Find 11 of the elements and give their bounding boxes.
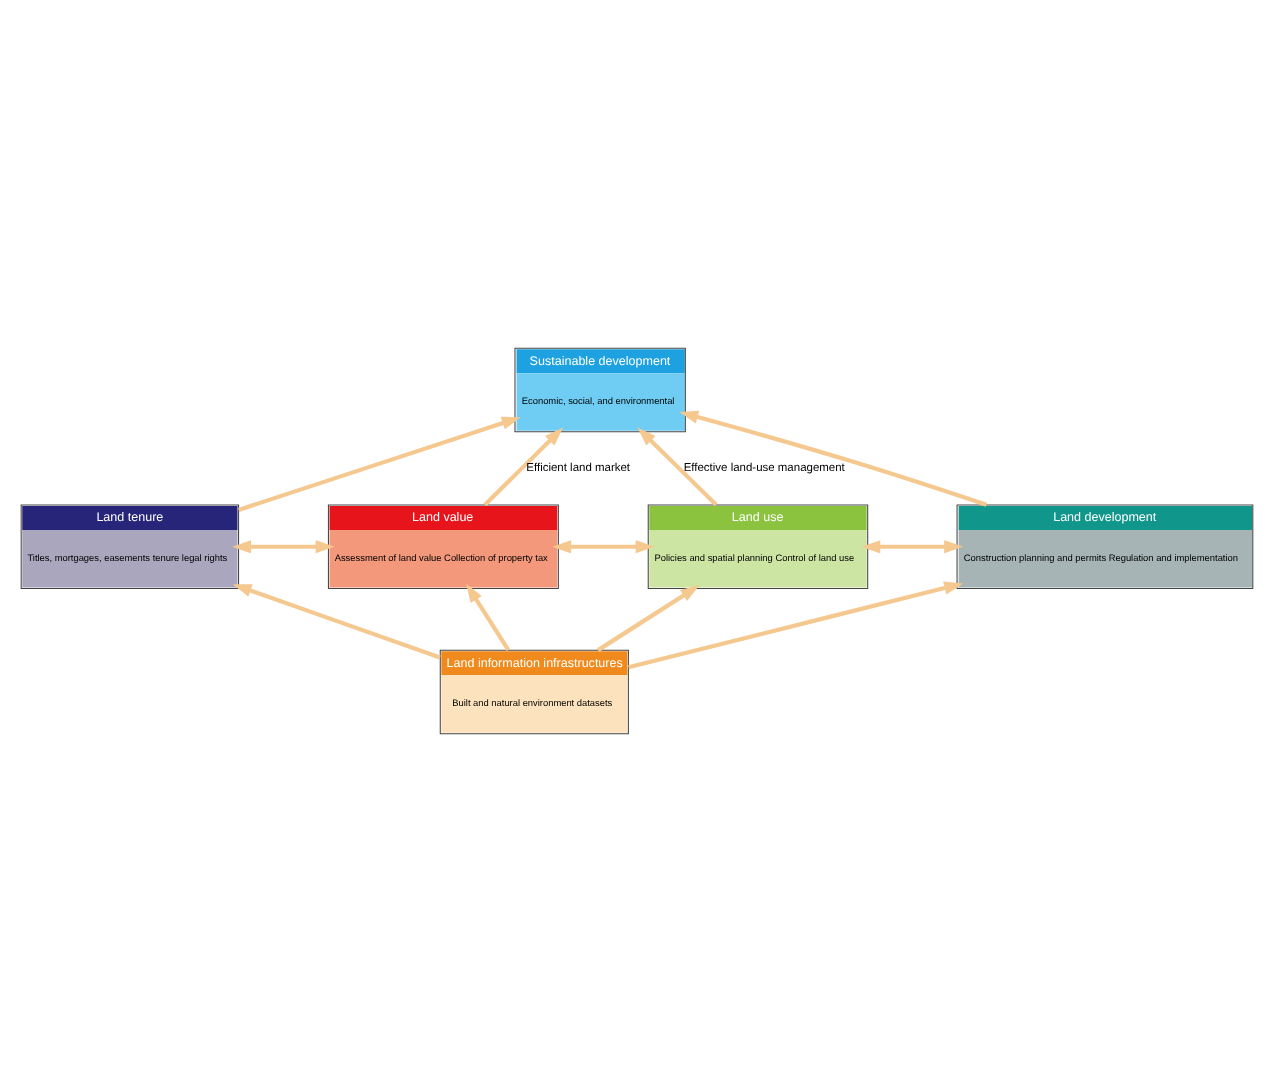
arrow [232, 540, 335, 554]
arrow [483, 427, 564, 507]
arrow [861, 540, 963, 554]
arrow [466, 583, 511, 652]
arrow [637, 427, 718, 507]
arrow [552, 540, 655, 554]
arrow [232, 584, 441, 660]
arrow [597, 585, 700, 652]
arrow [238, 416, 521, 512]
arrow [679, 410, 987, 507]
arrow [628, 581, 964, 670]
